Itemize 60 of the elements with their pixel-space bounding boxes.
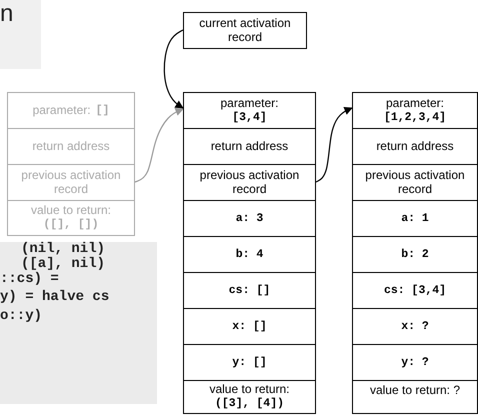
code-line: y) = halve cs <box>0 289 110 305</box>
field-label: current activation record <box>198 16 292 44</box>
field-label: return address <box>210 140 288 154</box>
field-label: value to return: ? <box>370 384 460 398</box>
record-field <box>352 92 478 129</box>
field-label: previous activation record <box>364 168 466 196</box>
record-field <box>7 92 135 129</box>
record-field <box>7 128 135 165</box>
record-field <box>352 164 478 201</box>
field-label: y: [] <box>232 356 267 370</box>
code-line: (nil, nil) <box>21 241 106 257</box>
record-field <box>352 344 478 381</box>
code-line: ([a], nil) <box>21 256 106 272</box>
field-label: previous activation record <box>20 168 122 196</box>
record-field <box>183 128 316 165</box>
record-field <box>352 272 478 309</box>
record-field <box>7 200 135 236</box>
field-value: [3,4] <box>232 110 267 124</box>
field-label: x: ? <box>401 320 429 334</box>
field-label: value to return: <box>30 204 112 218</box>
field-label: a: 1 <box>401 212 429 226</box>
field-label: parameter: <box>386 96 444 111</box>
record-field <box>183 380 316 414</box>
code-line: o::y) <box>0 308 42 324</box>
field-label: a: 3 <box>236 212 264 226</box>
field-label: b: 2 <box>401 248 429 262</box>
record-field <box>352 380 478 414</box>
pointer-box <box>183 12 307 49</box>
record-field <box>352 236 478 273</box>
heading-fragment: n <box>0 0 14 28</box>
field-label: parameter: <box>220 96 279 111</box>
record-field <box>183 344 316 381</box>
field-label: cs: [] <box>228 284 270 298</box>
field-label: x: [] <box>232 320 267 334</box>
arrow <box>134 108 184 183</box>
field-label: y: ? <box>401 356 429 370</box>
field-value: [] <box>96 104 110 118</box>
field-value: ([3], [4]) <box>214 397 284 410</box>
record-field <box>183 308 316 345</box>
code-line: ::cs) = <box>0 271 59 287</box>
arrow <box>164 29 184 109</box>
record-field <box>183 164 316 201</box>
record-field <box>183 200 316 237</box>
record-field <box>352 128 478 165</box>
field-label: value to return: <box>209 383 290 398</box>
record-field <box>7 164 135 201</box>
record-field <box>183 236 316 273</box>
record-field <box>183 272 316 309</box>
record-field <box>183 92 316 129</box>
field-value: ([], []) <box>43 218 99 232</box>
record-field <box>352 308 478 345</box>
field-label: b: 4 <box>236 248 264 262</box>
field-value: [1,2,3,4] <box>384 110 446 124</box>
field-label: return address <box>376 140 454 154</box>
field-label: previous activation record <box>198 168 300 196</box>
field-label: parameter: <box>32 104 91 118</box>
record-field <box>352 200 478 237</box>
field-label: cs: [3,4] <box>384 284 446 298</box>
arrow <box>316 107 353 183</box>
field-label: return address <box>32 140 110 154</box>
